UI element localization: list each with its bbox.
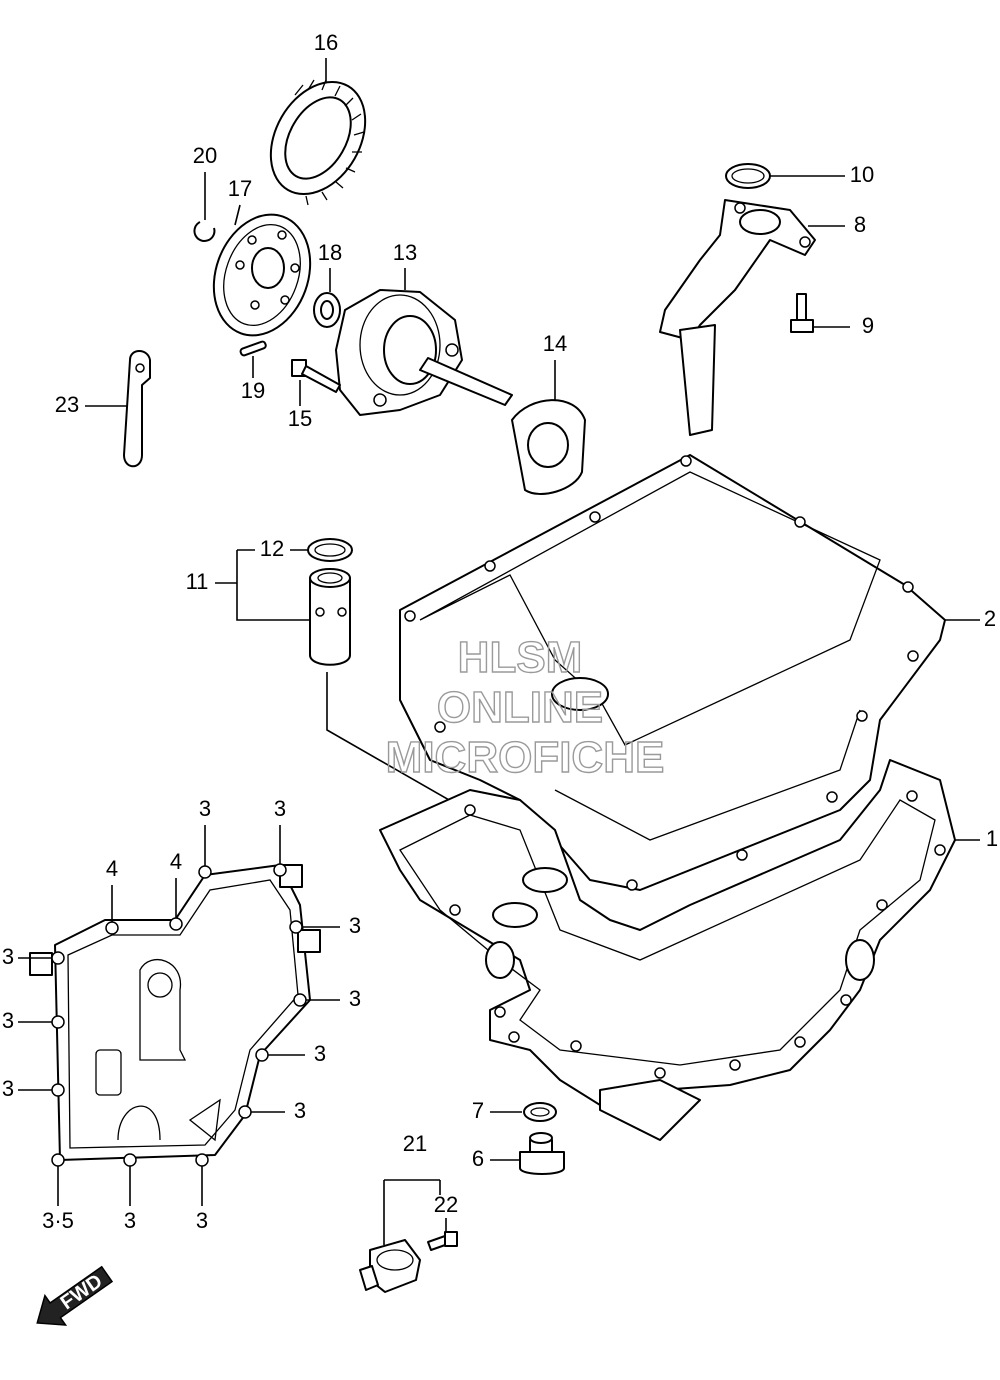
part-1-oil-pan bbox=[379, 759, 956, 1141]
part-21-pressure-switch bbox=[359, 1239, 421, 1293]
callout-3: 3 bbox=[2, 1008, 14, 1033]
callout-1: 1 bbox=[986, 826, 998, 851]
callout-17: 17 bbox=[228, 176, 252, 201]
callout-23: 23 bbox=[55, 392, 79, 417]
callout-19: 19 bbox=[241, 378, 265, 403]
callout-15: 15 bbox=[288, 406, 312, 431]
callout-14: 14 bbox=[543, 331, 567, 356]
part-7-drain-gasket bbox=[523, 1102, 557, 1122]
callout-6: 6 bbox=[472, 1146, 484, 1171]
callout-3-5: 3·5 bbox=[42, 1208, 74, 1233]
callout-8: 8 bbox=[854, 212, 866, 237]
callout-20: 20 bbox=[193, 143, 217, 168]
part-10-o-ring bbox=[725, 163, 771, 189]
watermark-line3: MICROFICHE bbox=[386, 733, 665, 782]
callout-13: 13 bbox=[393, 240, 417, 265]
callout-18: 18 bbox=[318, 240, 342, 265]
watermark-line2: ONLINE bbox=[437, 683, 603, 732]
part-13-oil-pump bbox=[335, 289, 513, 416]
callout-3: 3 bbox=[349, 913, 361, 938]
callout-12: 12 bbox=[260, 536, 284, 561]
part-2-pan-gasket bbox=[399, 454, 946, 891]
callout-3: 3 bbox=[314, 1041, 326, 1066]
part-12-o-ring bbox=[307, 538, 353, 562]
part-14-pump-gasket bbox=[511, 399, 586, 495]
callout-10: 10 bbox=[850, 162, 874, 187]
callout-3: 3 bbox=[274, 796, 286, 821]
part-18-washer bbox=[313, 292, 341, 328]
part-11-pipe bbox=[309, 568, 351, 666]
callout-4-left: 4 bbox=[106, 856, 118, 881]
part-16-ring-gear bbox=[269, 79, 367, 206]
callout-9: 9 bbox=[862, 313, 874, 338]
part-15-bolt bbox=[291, 359, 341, 393]
watermark-line1: HLSM bbox=[458, 633, 583, 682]
cover-plate bbox=[29, 863, 321, 1167]
part-23-stay bbox=[123, 350, 151, 468]
callout-16: 16 bbox=[314, 30, 338, 55]
watermark: HLSM ONLINE MICROFICHE bbox=[385, 632, 665, 782]
callout-3: 3 bbox=[2, 944, 14, 969]
callout-11: 11 bbox=[186, 569, 209, 594]
part-19-pin bbox=[239, 340, 267, 357]
part-8-oil-strainer bbox=[659, 199, 816, 436]
callout-2: 2 bbox=[984, 606, 996, 631]
callout-3: 3 bbox=[124, 1208, 136, 1233]
callout-4-upper: 4 bbox=[170, 849, 182, 874]
part-6-drain-plug bbox=[519, 1132, 565, 1175]
callout-3: 3 bbox=[199, 796, 211, 821]
part-17-pump-gear bbox=[212, 213, 312, 337]
part-20-circlip bbox=[193, 221, 216, 242]
callout-21: 21 bbox=[403, 1131, 427, 1156]
part-22-screw bbox=[427, 1231, 458, 1251]
callout-7: 7 bbox=[472, 1098, 484, 1123]
callout-3: 3 bbox=[2, 1076, 14, 1101]
fwd-arrow: FWD bbox=[36, 1265, 114, 1326]
callout-3: 3 bbox=[294, 1098, 306, 1123]
callout-3: 3 bbox=[196, 1208, 208, 1233]
callout-3: 3 bbox=[349, 986, 361, 1011]
part-9-bolt bbox=[790, 293, 814, 333]
callout-22: 22 bbox=[434, 1192, 458, 1217]
